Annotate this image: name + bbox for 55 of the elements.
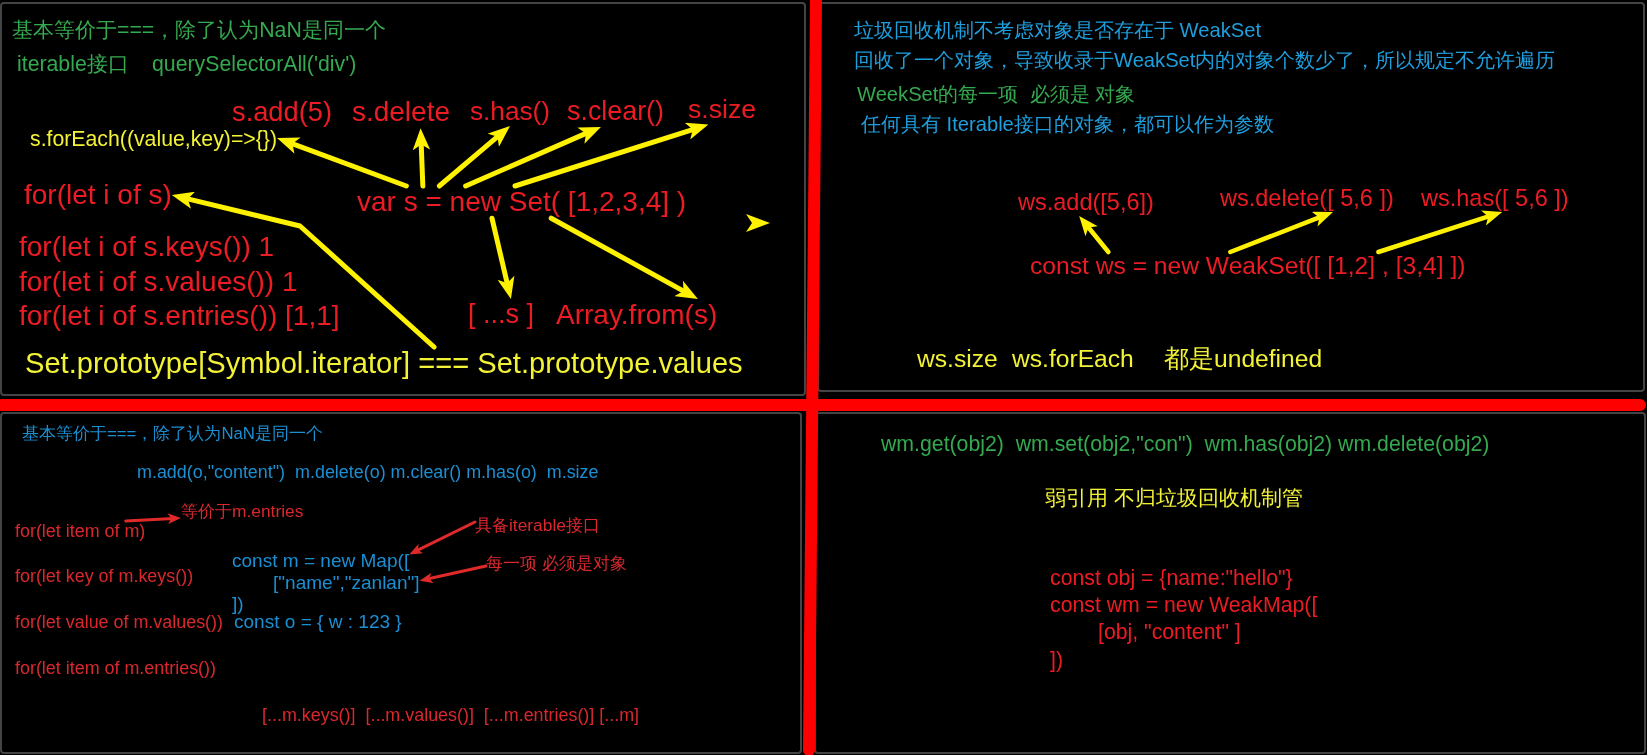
- arrow: [436, 123, 513, 189]
- code-text: const ws = new WeakSet([ [1,2] , [3,4] ]): [1030, 252, 1466, 281]
- arrow: [512, 122, 711, 189]
- code-text: querySelectorAll('div'): [152, 52, 357, 77]
- code-text: [...m.keys()] [...m.values()] [...m.entries()] [...m]: [262, 705, 640, 726]
- code-text: const m = new Map([: [232, 550, 410, 572]
- code-text: ws.has([ 5,6 ]): [1421, 185, 1569, 213]
- annotation-text: 每一项 必须是对象: [486, 554, 627, 574]
- code-text: ]): [1050, 648, 1063, 673]
- code-text: for(let i of s.values()) 1: [19, 266, 298, 299]
- code-text: s.add(5): [232, 96, 332, 128]
- arrow: [1076, 213, 1111, 255]
- note-text: 垃圾回收机制不考虑对象是否存在于 WeakSet: [854, 19, 1261, 43]
- code-text: ws.delete([ 5,6 ]): [1220, 185, 1394, 213]
- code-text: for(let key of m.keys()): [15, 566, 194, 587]
- code-text: for(let item of m.entries()): [15, 658, 216, 679]
- arrow: [1376, 209, 1505, 255]
- code-text: const obj = {name:"hello"}: [1050, 566, 1293, 591]
- code-text: ["name","zanlan"]: [273, 572, 420, 594]
- arrow: [124, 513, 183, 524]
- code-text: s.clear(): [567, 96, 664, 127]
- arrow: [169, 191, 437, 350]
- code-text: [ ...s ]: [468, 299, 534, 331]
- code-text: m.add(o,"content") m.delete(o) m.clear() m.has(o) m.size: [137, 462, 599, 483]
- code-text: s.size: [688, 94, 756, 125]
- code-text: s.delete: [352, 96, 450, 129]
- code-text: s.has(): [470, 96, 550, 127]
- code-text: for(let i of s): [24, 179, 172, 212]
- code-text: for(let item of m): [15, 521, 146, 542]
- note-text: iterable接口: [17, 52, 129, 77]
- arrow: [418, 564, 488, 584]
- code-text: s.forEach((value,key)=>{}): [30, 127, 278, 152]
- annotation-text: 具备iterable接口: [475, 516, 600, 536]
- note-text: WeekSet的每一项 必须是 对象: [857, 83, 1136, 107]
- arrow: [407, 520, 477, 556]
- note-text: 弱引用 不归垃圾回收机制管: [1045, 486, 1303, 511]
- code-text: const wm = new WeakMap([: [1050, 593, 1318, 618]
- code-text: var s = new Set( [1,2,3,4] ): [357, 186, 687, 219]
- code-text: [obj, "content" ]: [1098, 620, 1241, 645]
- annotation-text: 等价于m.entries: [181, 502, 304, 522]
- code-text: ws.add([5,6]): [1018, 189, 1154, 217]
- code-text: wm.get(obj2) wm.set(obj2,"con") wm.has(obj2) wm.delete(obj2): [881, 432, 1490, 457]
- code-text: for(let i of s.entries()) [1,1]: [19, 300, 340, 333]
- code-text: ws.size: [917, 345, 998, 374]
- code-text: for(let i of s.keys()) 1: [19, 231, 275, 264]
- code-text: ws.forEach: [1012, 345, 1134, 374]
- note-text: 基本等价于===，除了认为NaN是同一个: [12, 18, 386, 43]
- note-text: 都是undefined: [1164, 345, 1323, 374]
- note-text: 基本等价于===，除了认为NaN是同一个: [22, 424, 323, 444]
- code-text: Array.from(s): [556, 299, 718, 332]
- arrow: [412, 125, 431, 189]
- code-text: Set.prototype[Symbol.iterator] === Set.prototype.values: [25, 347, 743, 381]
- note-text: 任何具有 Iterable接口的对象，都可以作为参数: [861, 113, 1274, 137]
- code-text: for(let value of m.values()): [15, 612, 223, 633]
- note-text: 回收了一个对象，导致收录于WeakSet内的对象个数少了，所以规定不允许遍历: [854, 49, 1556, 73]
